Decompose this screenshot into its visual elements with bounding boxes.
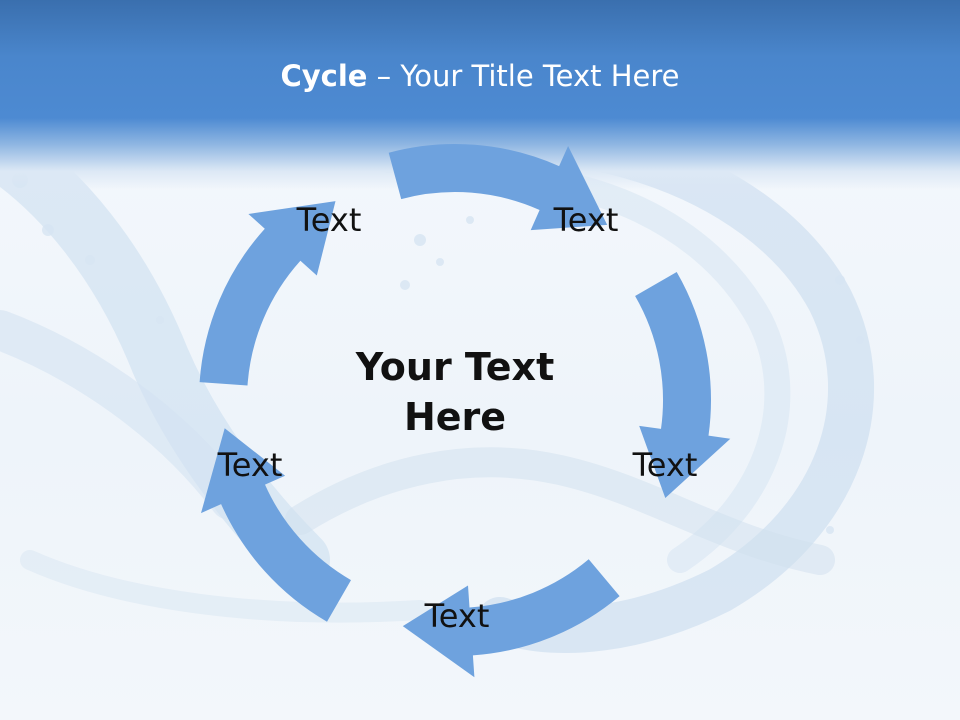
- node-label-top-left: Text: [296, 201, 362, 239]
- center-text-line2: Here: [403, 395, 507, 439]
- center-text-line1: Your Text: [355, 345, 555, 389]
- arrow-right-icon: [635, 272, 731, 498]
- node-label-right: Text: [632, 446, 698, 484]
- arrow-left-to-top-left-icon: [199, 201, 336, 386]
- node-label-top-right: Text: [553, 201, 619, 239]
- arrow-bottom-right-icon: [402, 559, 620, 678]
- arrow-bottom-left-icon: [201, 428, 351, 622]
- title-rest-part: – Your Title Text Here: [367, 59, 680, 93]
- node-label-left: Text: [217, 446, 283, 484]
- title-bold-part: Cycle: [280, 59, 368, 93]
- slide-title: Cycle – Your Title Text Here: [0, 56, 960, 96]
- center-text: Your Text Here: [305, 342, 605, 442]
- arrow-top-icon: [388, 143, 608, 231]
- node-label-bottom: Text: [424, 597, 490, 635]
